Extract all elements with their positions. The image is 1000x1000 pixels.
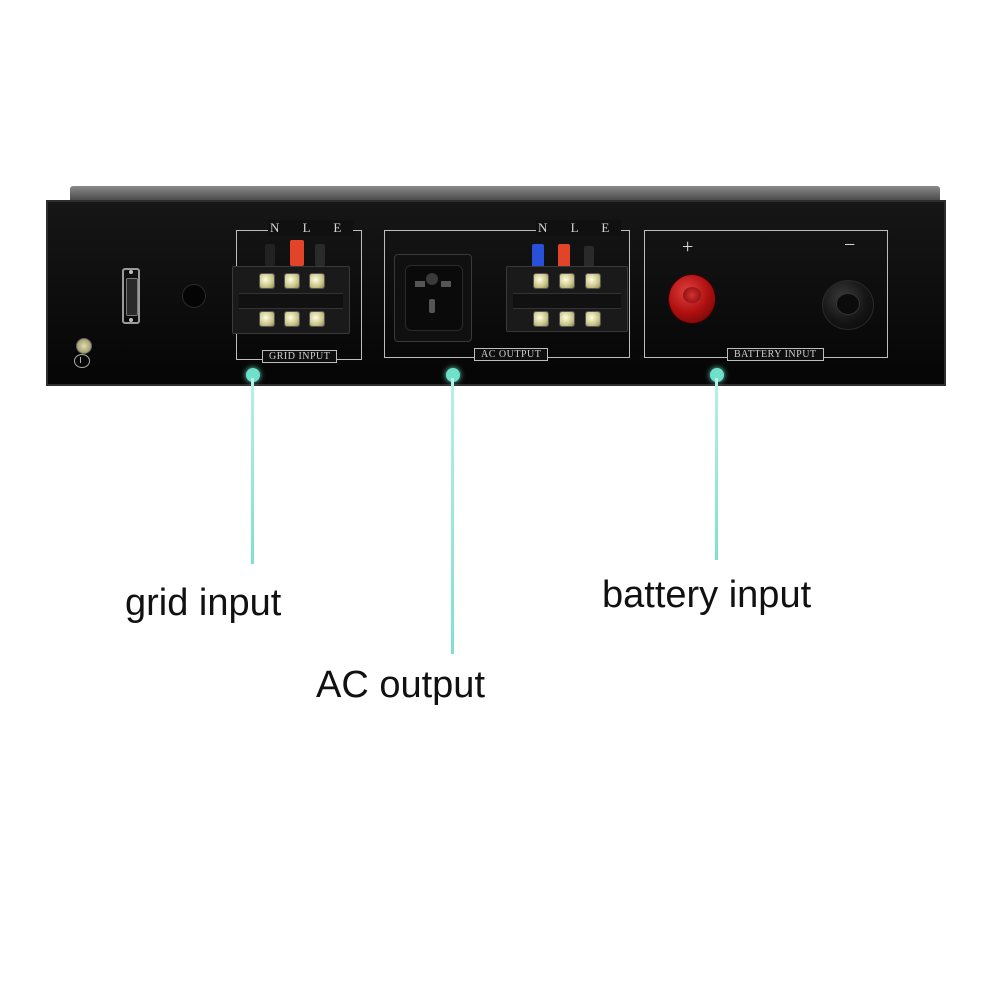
battery-input-caption: battery input	[602, 574, 812, 616]
grid-wire-neutral	[265, 244, 275, 266]
grid-terminal-block	[232, 266, 350, 334]
grid-screw-icon	[259, 273, 275, 289]
ac-callout-line	[451, 378, 454, 654]
battery-input-label: BATTERY INPUT	[727, 348, 824, 361]
ac-wire-neutral	[532, 244, 544, 270]
grid-callout-line	[251, 378, 254, 564]
ac-output-label: AC OUTPUT	[474, 348, 549, 361]
ac-screw-icon	[533, 273, 549, 289]
ac-screw-icon	[533, 311, 549, 327]
battery-plus-sign: +	[682, 236, 694, 258]
ac-screw-icon	[585, 311, 601, 327]
ac-wire-live	[558, 244, 570, 270]
battery-negative-terminal-icon	[822, 280, 874, 330]
ac-screw-icon	[559, 311, 575, 327]
grid-input-caption: grid input	[125, 582, 282, 624]
ac-terminal-block	[506, 266, 628, 332]
ac-screw-icon	[585, 273, 601, 289]
battery-minus-sign: −	[844, 234, 856, 256]
chassis-top-edge	[70, 186, 940, 204]
ac-callout-dot	[446, 368, 460, 382]
ac-socket-icon	[394, 254, 472, 342]
ac-output-caption: AC output	[316, 664, 485, 706]
grid-screw-icon	[309, 273, 325, 289]
grid-terminal-letters: N L E	[268, 220, 354, 236]
battery-positive-terminal-icon	[668, 274, 716, 324]
ground-terminal-icon	[70, 338, 96, 370]
grid-wire-earth	[315, 244, 325, 266]
ac-wire-earth	[584, 246, 594, 268]
ac-screw-icon	[559, 273, 575, 289]
grid-screw-icon	[259, 311, 275, 327]
grid-callout-dot	[246, 368, 260, 382]
grid-screw-icon	[309, 311, 325, 327]
grid-wire-live	[290, 240, 304, 266]
mounting-hole-icon	[182, 284, 206, 308]
serial-port-icon	[118, 268, 144, 324]
battery-callout-line	[715, 378, 718, 560]
grid-screw-icon	[284, 311, 300, 327]
battery-callout-dot	[710, 368, 724, 382]
grid-screw-icon	[284, 273, 300, 289]
grid-input-label: GRID INPUT	[262, 350, 338, 363]
ac-terminal-letters: N L E	[536, 220, 622, 236]
